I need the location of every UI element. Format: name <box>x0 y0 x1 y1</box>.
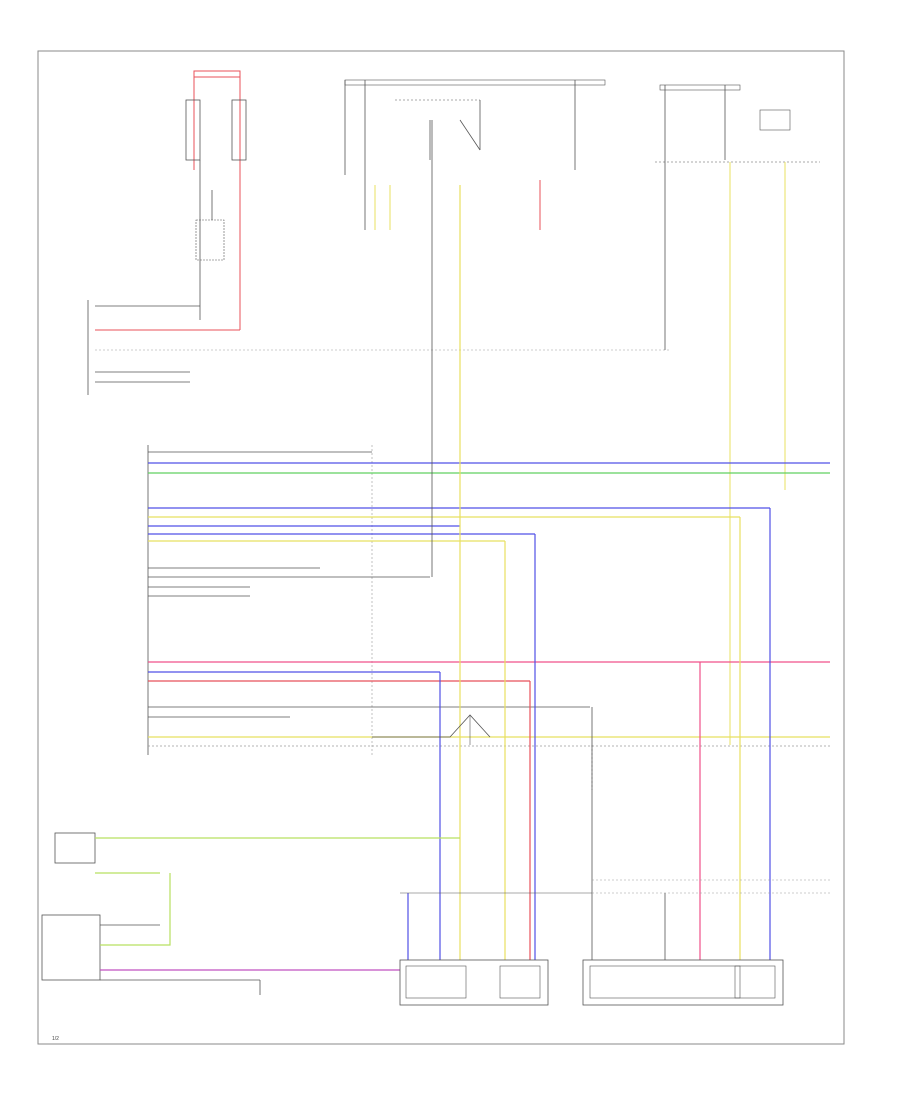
left-module-block <box>87 300 670 395</box>
harness-wires <box>148 451 830 747</box>
bottom-connectors <box>399 959 784 1006</box>
top-center-switch-block <box>344 79 606 230</box>
splice-points <box>372 714 830 894</box>
main-module-block <box>147 445 373 755</box>
bottom-left-components <box>41 832 460 995</box>
diagram-border <box>37 50 845 1045</box>
page-reference: 1/2 <box>52 1036 59 1042</box>
top-right-power-block <box>655 84 820 745</box>
vertical-drops <box>407 120 771 960</box>
top-left-power-block <box>185 70 247 330</box>
